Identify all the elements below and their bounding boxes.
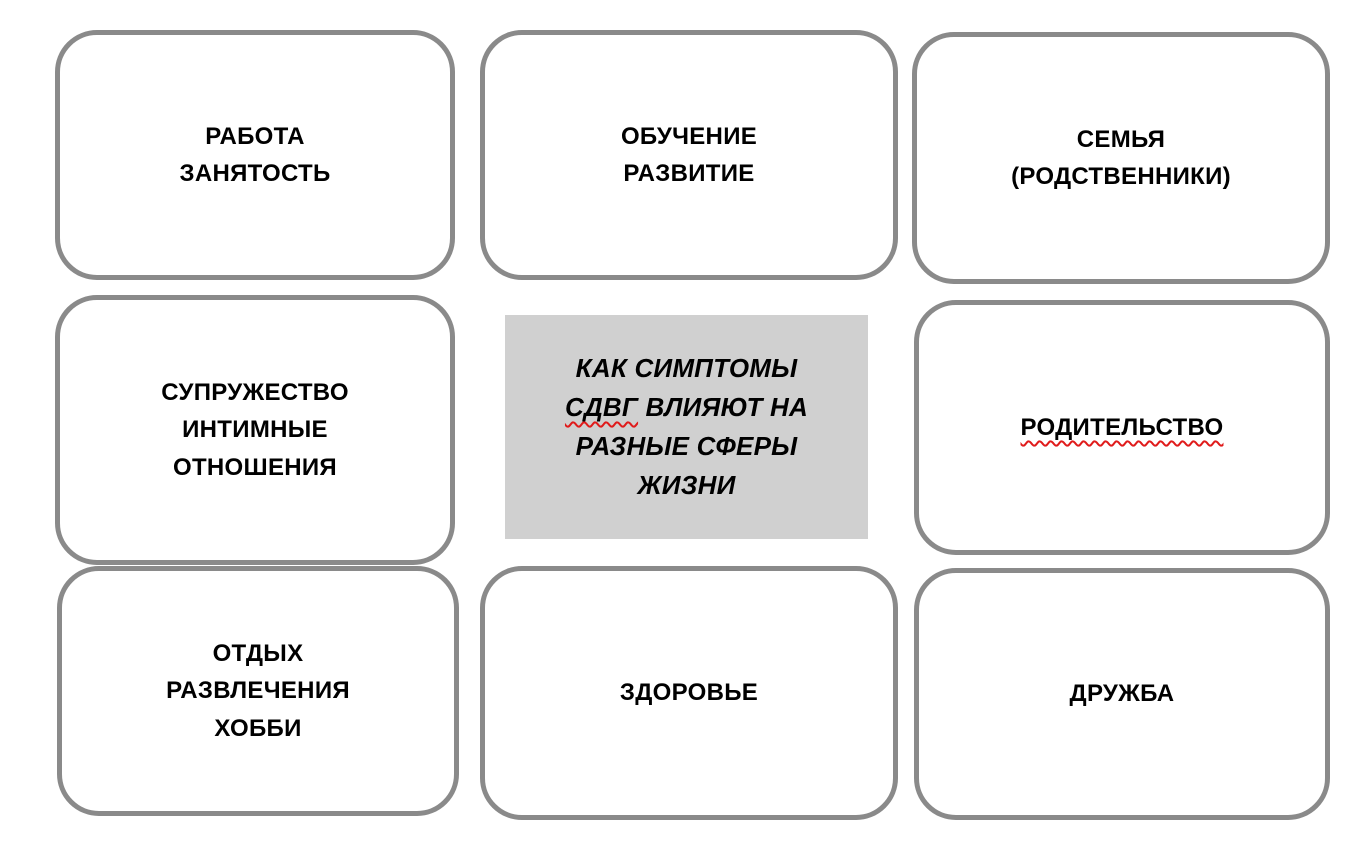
title-segment-2: ВЛИЯЮТ НА РАЗНЫЕ СФЕРЫ ЖИЗНИ — [575, 392, 809, 500]
title-segment-1: КАК СИМПТОМЫ — [575, 353, 798, 383]
sphere-box-parenthood: РОДИТЕЛЬСТВО — [914, 300, 1330, 555]
sphere-label-marriage-intimacy: СУПРУЖЕСТВО ИНТИМНЫЕ ОТНОШЕНИЯ — [161, 379, 349, 481]
sphere-label-parenthood: РОДИТЕЛЬСТВО — [1020, 413, 1224, 441]
sphere-box-health: ЗДОРОВЬЕ — [480, 566, 898, 820]
sphere-box-friendship: ДРУЖБА — [914, 568, 1330, 820]
sphere-label-family-relatives: СЕМЬЯ (РОДСТВЕННИКИ) — [1011, 125, 1231, 190]
sphere-label-education-development: ОБУЧЕНИЕ РАЗВИТИЕ — [620, 122, 758, 187]
sphere-label-leisure-hobby: ОТДЫХ РАЗВЛЕЧЕНИЯ ХОББИ — [166, 640, 350, 742]
center-title-text: КАК СИМПТОМЫ СДВГ ВЛИЯЮТ НА РАЗНЫЕ СФЕРЫ… — [565, 349, 808, 505]
center-title-panel: КАК СИМПТОМЫ СДВГ ВЛИЯЮТ НА РАЗНЫЕ СФЕРЫ… — [505, 315, 868, 539]
sphere-box-education-development: ОБУЧЕНИЕ РАЗВИТИЕ — [480, 30, 898, 280]
sphere-box-work-employment: РАБОТА ЗАНЯТОСТЬ — [55, 30, 455, 280]
sphere-box-marriage-intimacy: СУПРУЖЕСТВО ИНТИМНЫЕ ОТНОШЕНИЯ — [55, 295, 455, 565]
title-segment-misspelled-sdvg: СДВГ — [564, 392, 639, 422]
sphere-box-family-relatives: СЕМЬЯ (РОДСТВЕННИКИ) — [912, 32, 1330, 284]
sphere-label-friendship: ДРУЖБА — [1069, 680, 1175, 708]
sphere-box-leisure-hobby: ОТДЫХ РАЗВЛЕЧЕНИЯ ХОББИ — [57, 566, 459, 816]
sphere-label-work-employment: РАБОТА ЗАНЯТОСТЬ — [179, 122, 331, 187]
sphere-label-health: ЗДОРОВЬЕ — [619, 679, 759, 707]
